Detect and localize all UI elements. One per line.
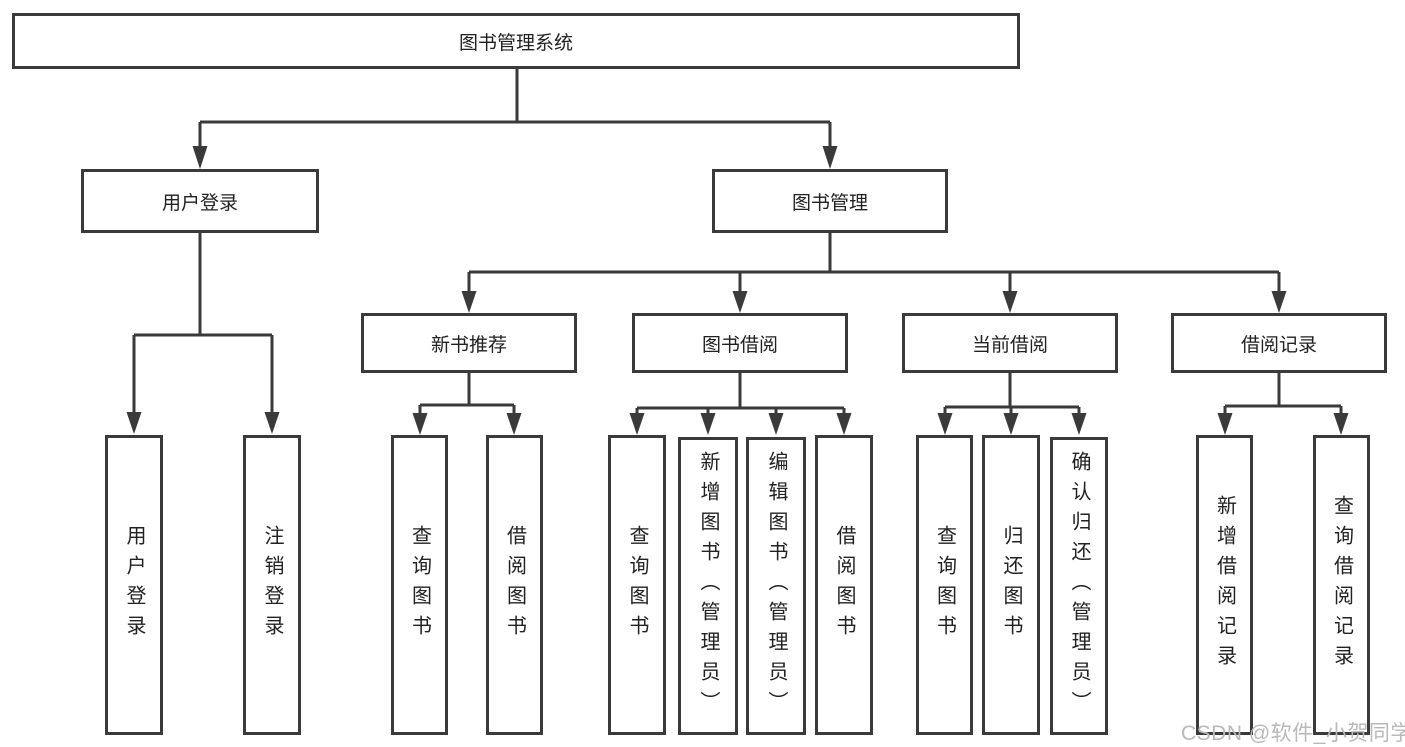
leaf-edit-books-admin: 编辑图书（管理员） <box>746 437 806 735</box>
node-label: 查询图书 <box>626 525 648 645</box>
leaf-query-borrow-record: 查询借阅记录 <box>1313 435 1370 735</box>
node-label: 借阅图书 <box>833 525 855 645</box>
node-label: 注销登录 <box>261 525 283 645</box>
leaf-logout: 注销登录 <box>243 435 301 735</box>
node-label: 新增图书（管理员） <box>697 451 719 721</box>
csdn-watermark: CSDN @软件_小贺同学 <box>1181 722 1405 745</box>
leaf-user-login: 用户登录 <box>105 435 163 735</box>
leaf-confirm-return-admin: 确认归还（管理员） <box>1050 437 1108 735</box>
node-label: 图书管理系统 <box>458 32 573 54</box>
node-new-book-recommend: 新书推荐 <box>361 313 577 373</box>
node-label: 查询图书 <box>933 525 956 645</box>
leaf-query-books-1: 查询图书 <box>391 435 448 735</box>
arrowheads <box>126 146 1349 435</box>
node-label: 图书管理 <box>791 192 868 214</box>
node-label: 查询图书 <box>408 525 431 645</box>
node-label: 图书借阅 <box>701 334 778 356</box>
leaf-add-borrow-record: 新增借阅记录 <box>1196 435 1253 735</box>
node-book-management: 图书管理 <box>712 169 948 233</box>
node-root: 图书管理系统 <box>12 13 1020 69</box>
leaf-borrow-books-2: 借阅图书 <box>815 435 873 735</box>
node-label: 确认归还（管理员） <box>1068 451 1090 721</box>
node-label: 编辑图书（管理员） <box>765 451 787 721</box>
leaf-return-books: 归还图书 <box>982 435 1040 735</box>
node-book-borrow: 图书借阅 <box>632 313 848 373</box>
node-label: 新增借阅记录 <box>1213 495 1236 675</box>
node-label: 用户登录 <box>123 525 145 645</box>
leaf-query-books-3: 查询图书 <box>916 435 973 735</box>
leaf-add-books-admin: 新增图书（管理员） <box>678 437 738 735</box>
node-label: 查询借阅记录 <box>1330 495 1353 675</box>
leaf-borrow-books-1: 借阅图书 <box>486 435 543 735</box>
node-label: 借阅记录 <box>1240 334 1317 356</box>
node-label: 借阅图书 <box>503 525 526 645</box>
node-label: 用户登录 <box>161 192 238 214</box>
leaf-query-books-2: 查询图书 <box>608 435 666 735</box>
node-borrow-records: 借阅记录 <box>1171 313 1387 373</box>
node-current-borrow: 当前借阅 <box>902 313 1118 373</box>
node-user-login: 用户登录 <box>81 169 319 233</box>
node-label: 新书推荐 <box>430 334 507 356</box>
node-label: 当前借阅 <box>971 334 1048 356</box>
node-label: 归还图书 <box>1000 525 1022 645</box>
